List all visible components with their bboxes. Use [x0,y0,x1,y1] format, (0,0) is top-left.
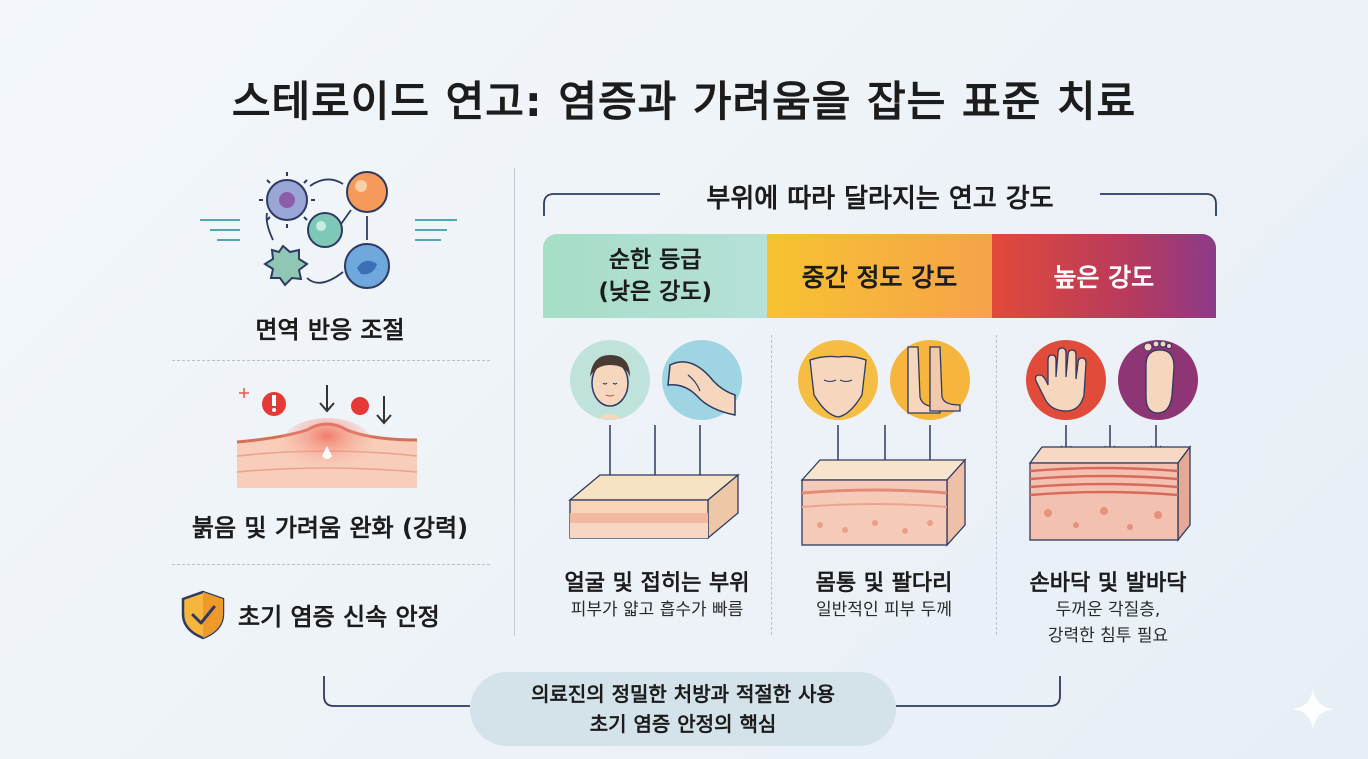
immune-cells-icon [200,171,457,289]
page-title: 스테로이드 연고: 염증과 가려움을 잡는 표준 치료 [231,77,1137,126]
potency-band-mild: 순한 등급 (낮은 강도) [543,234,768,318]
potency-label: 순한 등급 [608,247,702,273]
area-description: 강력한 침투 필요 [1047,626,1169,646]
bottom-note-line: 초기 염증 안정의 핵심 [589,712,777,736]
area-title: 얼굴 및 접히는 부위 [564,571,750,596]
potency-band-strong: 높은 강도 [991,234,1216,318]
potency-header: 순한 등급 (낮은 강도) 중간 정도 강도 높은 강도 [543,234,1216,318]
potency-label: 중간 정도 강도 [801,263,958,292]
potency-sublabel: (낮은 강도) [598,279,712,305]
vertical-divider [514,168,515,636]
area-title: 손바닥 및 발바닥 [1029,571,1187,596]
benefit-label-immune: 면역 반응 조절 [255,316,405,344]
skin-fold-icon [662,340,742,420]
divider [172,564,490,565]
divider [172,360,490,361]
section-title: 부위에 따라 달라지는 연고 강도 [706,184,1054,214]
bottom-note: 의료진의 정밀한 처방과 적절한 사용 초기 염증 안정의 핵심 [470,672,896,746]
sparkle-icon [1292,688,1334,730]
foot-icon [1118,340,1198,420]
column-divider [771,335,772,635]
potency-label: 높은 강도 [1053,263,1155,292]
face-icon [570,340,650,420]
column-divider [996,335,997,635]
benefit-label-redness: 붉음 및 가려움 완화 (강력) [191,514,469,542]
bottom-note-line: 의료진의 정밀한 처방과 적절한 사용 [531,682,835,706]
potency-band-medium: 중간 정도 강도 [767,234,992,318]
palm-icon [1026,340,1106,420]
shield-check-icon [181,590,225,640]
bottom-bracket [323,676,1061,707]
area-description: 두꺼운 각질층, [1055,600,1161,620]
medium-area-illustration [798,340,970,547]
area-title: 몸통 및 팔다리 [815,571,953,596]
benefit-label-stabilize: 초기 염증 신속 안정 [238,603,440,631]
legs-icon [890,340,970,420]
top-bracket [543,193,1217,216]
area-description: 일반적인 피부 두께 [816,600,952,620]
skin-inflammation-icon [236,385,418,488]
strong-area-illustration [1026,340,1198,542]
mild-area-illustration [568,340,742,540]
area-description: 피부가 얇고 흡수가 빠름 [570,600,744,620]
torso-icon [798,340,878,420]
